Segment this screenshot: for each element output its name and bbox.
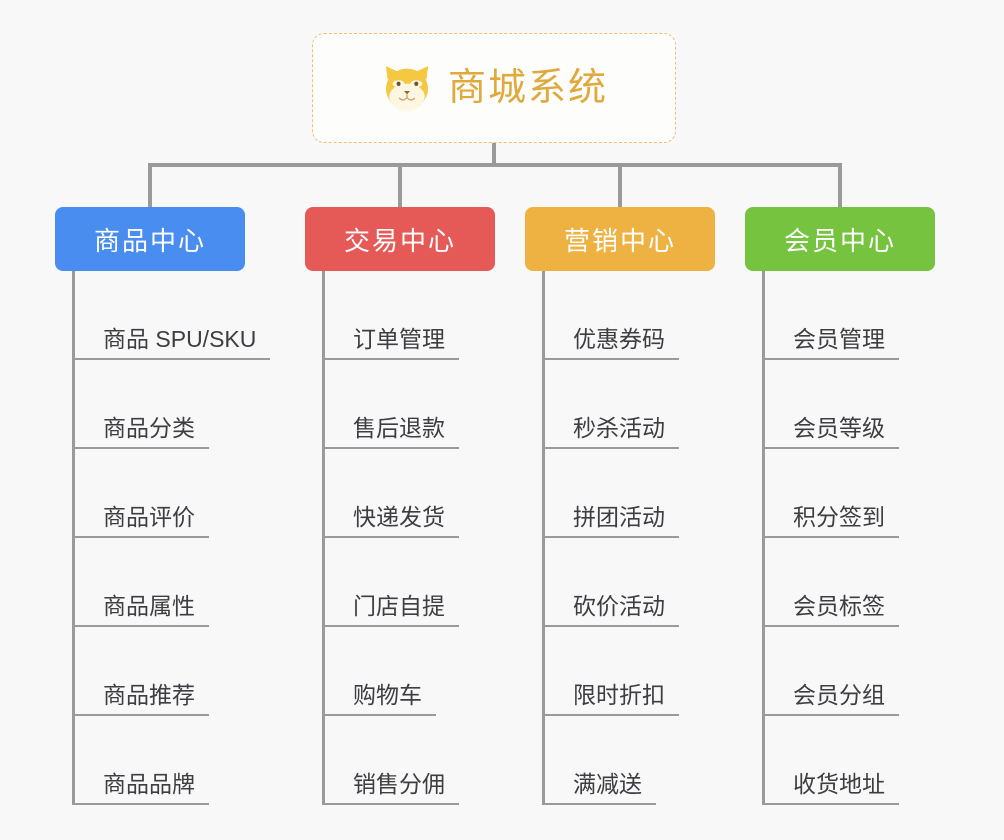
leaf-label: 砍价活动 <box>545 594 679 627</box>
list-item[interactable]: 秒杀活动 <box>525 360 715 449</box>
root-node[interactable]: 商城系统 <box>312 33 676 143</box>
list-item[interactable]: 商品 SPU/SKU <box>55 271 271 360</box>
leaf-label: 会员标签 <box>765 594 899 627</box>
leaf-label: 门店自提 <box>325 594 459 627</box>
leaf-label: 优惠券码 <box>545 327 679 360</box>
list-item[interactable]: 商品分类 <box>55 360 245 449</box>
list-item[interactable]: 购物车 <box>305 627 495 716</box>
connector-bus <box>150 163 840 167</box>
leaf-label: 商品推荐 <box>75 683 209 716</box>
leaf-label: 会员分组 <box>765 683 899 716</box>
leaf-list-product-center: 商品 SPU/SKU 商品分类 商品评价 商品属性 商品推荐 商品品牌 <box>55 271 271 805</box>
list-item[interactable]: 商品推荐 <box>55 627 245 716</box>
list-item[interactable]: 商品属性 <box>55 538 245 627</box>
category-header-trade-center[interactable]: 交易中心 <box>305 207 495 271</box>
connector-drop-member-center <box>838 163 842 209</box>
leaf-label: 积分签到 <box>765 505 899 538</box>
root-title: 商城系统 <box>447 67 608 109</box>
category-column-member-center: 会员中心 会员管理 会员等级 积分签到 会员标签 会员分组 <box>745 207 935 805</box>
list-item[interactable]: 快递发货 <box>305 449 495 538</box>
list-item[interactable]: 订单管理 <box>305 271 495 360</box>
category-header-product-center[interactable]: 商品中心 <box>55 207 245 271</box>
list-item[interactable]: 限时折扣 <box>525 627 715 716</box>
list-item[interactable]: 商品品牌 <box>55 716 245 805</box>
branch-trunk-member-center <box>762 271 765 805</box>
leaf-label: 售后退款 <box>325 416 459 449</box>
category-header-member-center[interactable]: 会员中心 <box>745 207 935 271</box>
list-item[interactable]: 会员分组 <box>745 627 935 716</box>
leaf-label: 收货地址 <box>765 772 899 805</box>
leaf-label: 订单管理 <box>325 327 459 360</box>
leaf-label: 满减送 <box>545 772 656 805</box>
list-item[interactable]: 商品评价 <box>55 449 245 538</box>
branch-body-product-center: 商品 SPU/SKU 商品分类 商品评价 商品属性 商品推荐 商品品牌 <box>55 271 271 805</box>
leaf-label: 拼团活动 <box>545 505 679 538</box>
list-item[interactable]: 会员管理 <box>745 271 935 360</box>
branch-body-trade-center: 订单管理 售后退款 快递发货 门店自提 购物车 销售分佣 <box>305 271 495 805</box>
branch-body-marketing-center: 优惠券码 秒杀活动 拼团活动 砍价活动 限时折扣 满减送 <box>525 271 715 805</box>
leaf-label: 限时折扣 <box>545 683 679 716</box>
shiba-inu-icon <box>385 66 429 112</box>
leaf-label: 快递发货 <box>325 505 459 538</box>
list-item[interactable]: 会员标签 <box>745 538 935 627</box>
list-item[interactable]: 会员等级 <box>745 360 935 449</box>
category-column-marketing-center: 营销中心 优惠券码 秒杀活动 拼团活动 砍价活动 限时折扣 <box>525 207 715 805</box>
leaf-label: 商品属性 <box>75 594 209 627</box>
leaf-label: 商品分类 <box>75 416 209 449</box>
leaf-list-member-center: 会员管理 会员等级 积分签到 会员标签 会员分组 收货地址 <box>745 271 935 805</box>
connector-root-stem <box>492 143 496 165</box>
category-column-product-center: 商品中心 商品 SPU/SKU 商品分类 商品评价 商品属性 商品推荐 <box>55 207 271 805</box>
leaf-label: 商品品牌 <box>75 772 209 805</box>
leaf-list-marketing-center: 优惠券码 秒杀活动 拼团活动 砍价活动 限时折扣 满减送 <box>525 271 715 805</box>
category-header-marketing-center[interactable]: 营销中心 <box>525 207 715 271</box>
leaf-label: 会员管理 <box>765 327 899 360</box>
category-column-trade-center: 交易中心 订单管理 售后退款 快递发货 门店自提 购物车 <box>305 207 495 805</box>
leaf-label: 购物车 <box>325 683 436 716</box>
branch-trunk-marketing-center <box>542 271 545 805</box>
leaf-label: 会员等级 <box>765 416 899 449</box>
list-item[interactable]: 积分签到 <box>745 449 935 538</box>
leaf-label: 商品 SPU/SKU <box>75 327 271 360</box>
leaf-label: 商品评价 <box>75 505 209 538</box>
connector-drop-product-center <box>148 163 152 209</box>
branch-trunk-product-center <box>72 271 75 805</box>
list-item[interactable]: 优惠券码 <box>525 271 715 360</box>
list-item[interactable]: 门店自提 <box>305 538 495 627</box>
list-item[interactable]: 销售分佣 <box>305 716 495 805</box>
list-item[interactable]: 拼团活动 <box>525 449 715 538</box>
branch-body-member-center: 会员管理 会员等级 积分签到 会员标签 会员分组 收货地址 <box>745 271 935 805</box>
connector-drop-trade-center <box>398 163 402 209</box>
leaf-list-trade-center: 订单管理 售后退款 快递发货 门店自提 购物车 销售分佣 <box>305 271 495 805</box>
leaf-label: 秒杀活动 <box>545 416 679 449</box>
leaf-label: 销售分佣 <box>325 772 459 805</box>
list-item[interactable]: 售后退款 <box>305 360 495 449</box>
list-item[interactable]: 砍价活动 <box>525 538 715 627</box>
branch-trunk-trade-center <box>322 271 325 805</box>
list-item[interactable]: 收货地址 <box>745 716 935 805</box>
connector-drop-marketing-center <box>618 163 622 209</box>
list-item[interactable]: 满减送 <box>525 716 715 805</box>
